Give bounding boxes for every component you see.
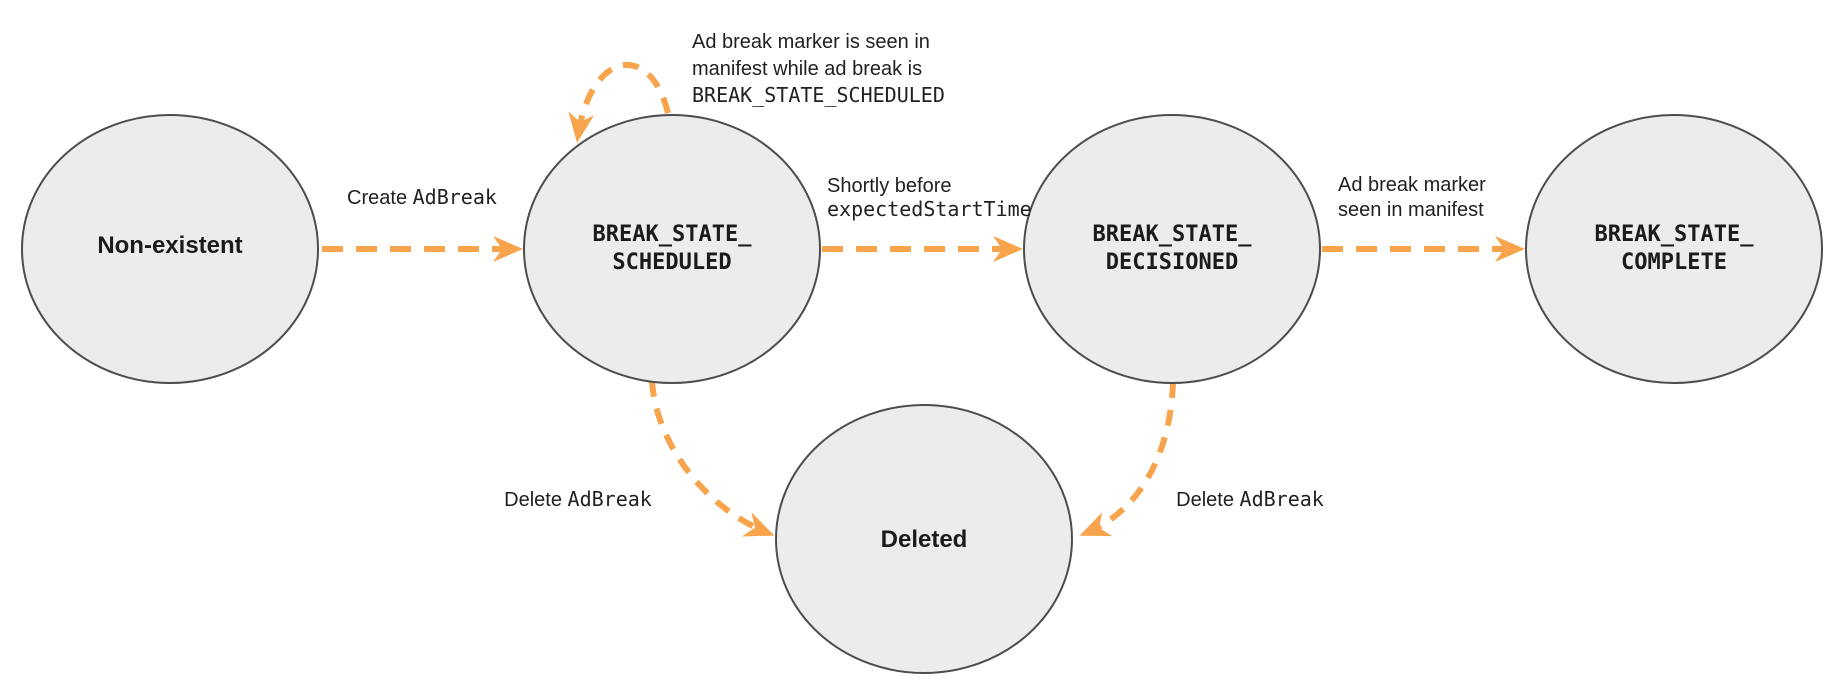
edge-label-shortly-before-line2: expectedStartTime (827, 197, 1032, 221)
state-label-deleted: Deleted (881, 526, 968, 553)
edge-delete-adbreak-from-scheduled (649, 380, 775, 537)
edge-label-delete-decisioned-prefix: Delete (1176, 489, 1239, 511)
state-break-state-decisioned (1023, 114, 1321, 384)
edge-label-marker-seen-line2: seen in manifest (1338, 199, 1484, 221)
edge-label-shortly-before-line1: Shortly before (827, 175, 952, 197)
edge-label-delete-from-scheduled: Delete AdBreak (504, 487, 652, 511)
state-label-decisioned-line2: DECISIONED (1106, 250, 1238, 275)
state-label-non-existent: Non-existent (97, 232, 242, 259)
edge-label-self-loop-line3: BREAK_STATE_SCHEDULED (692, 83, 945, 107)
state-label-scheduled-line2: SCHEDULED (612, 250, 731, 275)
edge-label-create-adbreak: Create AdBreak (347, 185, 497, 209)
edge-label-delete-scheduled-prefix: Delete (504, 489, 567, 511)
state-non-existent (21, 114, 319, 384)
edge-delete-adbreak-from-decisioned (1079, 381, 1176, 537)
edge-label-delete-scheduled-code: AdBreak (568, 487, 652, 511)
edge-label-self-loop-line1: Ad break marker is seen in (692, 31, 930, 53)
state-label-scheduled-line1: BREAK_STATE_ (593, 222, 753, 247)
edge-label-marker-seen-line1: Ad break marker (1338, 174, 1486, 196)
state-deleted (775, 404, 1073, 674)
edge-label-self-loop-line2: manifest while ad break is (692, 58, 922, 80)
edge-label-create-code: AdBreak (413, 185, 497, 209)
edge-label-create-prefix: Create (347, 187, 413, 209)
state-label-complete-line1: BREAK_STATE_ (1595, 222, 1755, 247)
state-break-state-scheduled (523, 114, 821, 384)
edge-label-delete-from-decisioned: Delete AdBreak (1176, 487, 1324, 511)
state-label-decisioned-line1: BREAK_STATE_ (1093, 222, 1253, 247)
edge-label-delete-decisioned-code: AdBreak (1240, 487, 1324, 511)
state-break-state-complete (1525, 114, 1823, 384)
state-label-complete-line2: COMPLETE (1621, 250, 1727, 275)
